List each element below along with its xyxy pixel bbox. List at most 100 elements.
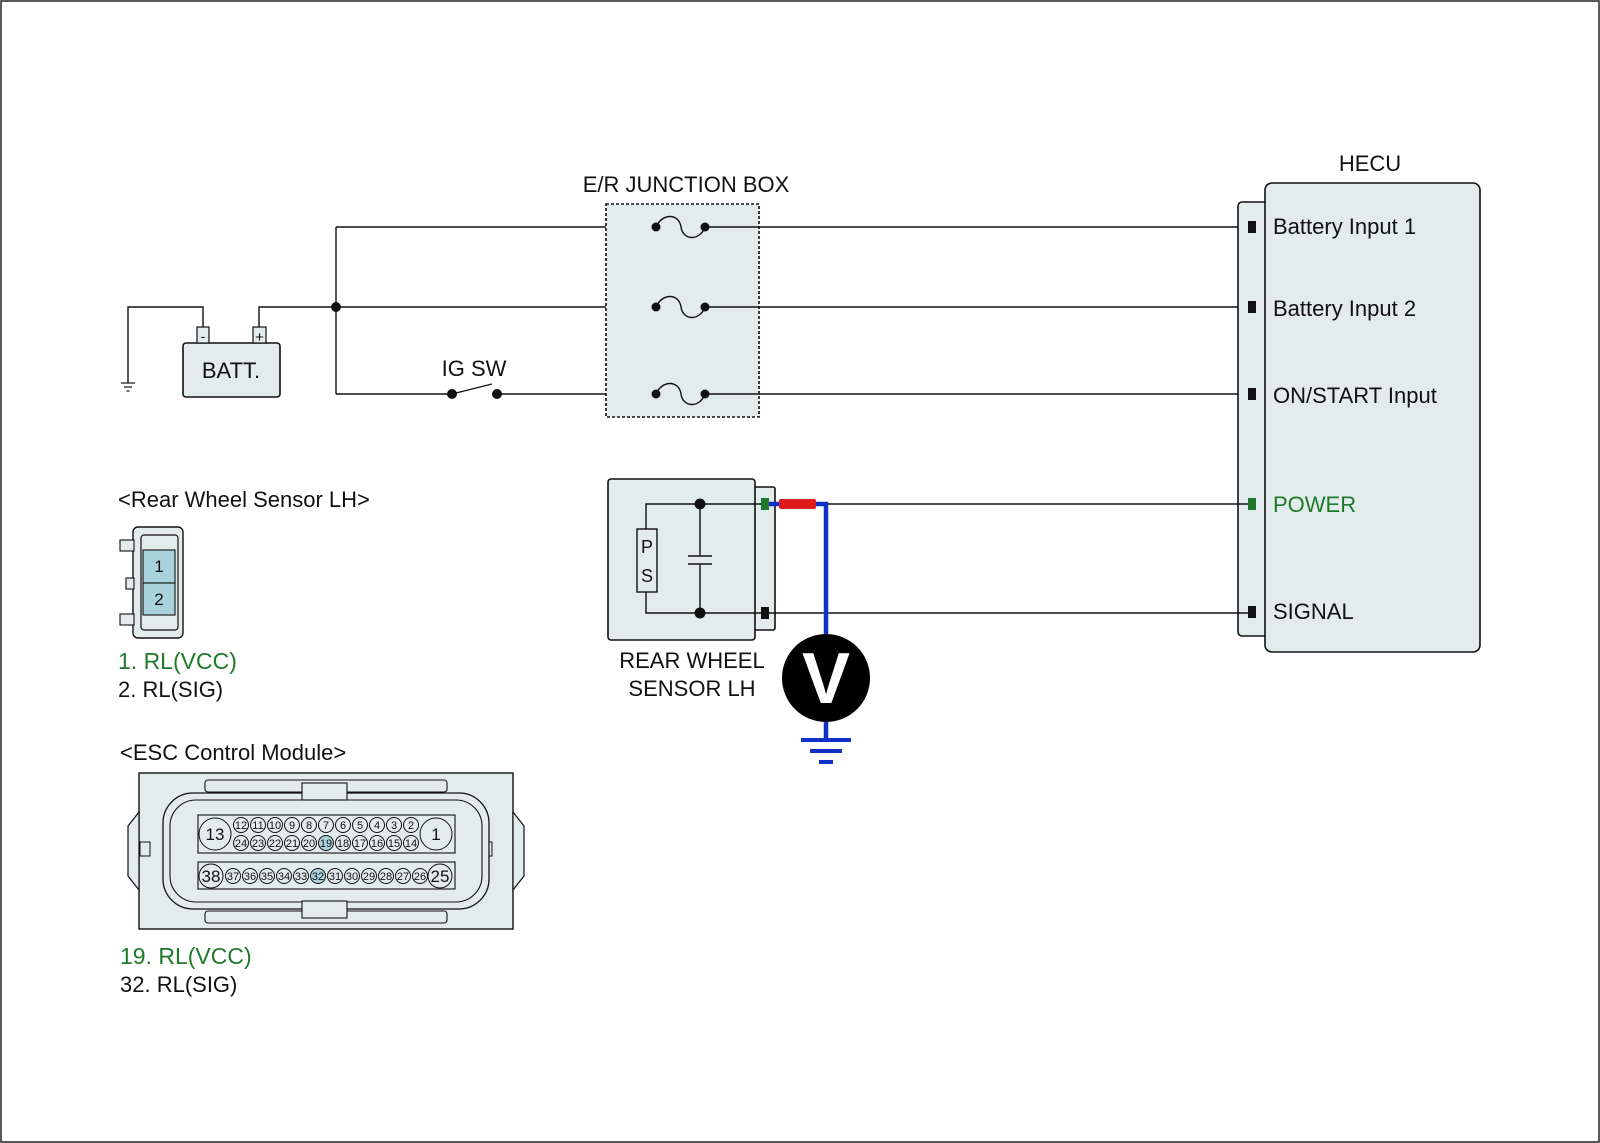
- battery: - + BATT.: [182, 326, 281, 398]
- esc-pin-36: [242, 868, 258, 884]
- voltmeter-label: V: [802, 639, 850, 719]
- esc-pin-4: [369, 817, 385, 833]
- esc-pin-5: [352, 817, 368, 833]
- hecu-connector-strip: [1237, 201, 1269, 637]
- esc-pin-17: [352, 835, 368, 851]
- esc-pin-label-20: 20: [303, 838, 315, 850]
- rear-sensor-legend-vcc: 1. RL(VCC): [118, 648, 237, 674]
- voltmeter-icon: [782, 634, 870, 722]
- esc-pin-label-14: 14: [405, 838, 417, 850]
- rear-sensor-pin-1: [142, 549, 176, 584]
- esc-connector-title: <ESC Control Module>: [120, 740, 346, 765]
- esc-pin-20: [301, 835, 317, 851]
- esc-pin-label-29: 29: [363, 871, 375, 883]
- esc-pin-35: [259, 868, 275, 884]
- hecu-pin-marker-signal: [1248, 606, 1256, 618]
- esc-pin-label-16: 16: [371, 838, 383, 850]
- esc-pin-label-26: 26: [414, 871, 426, 883]
- esc-pin-2: [403, 817, 419, 833]
- esc-pin-15: [386, 835, 402, 851]
- esc-pin-29: [361, 868, 377, 884]
- esc-pin-12: [233, 817, 249, 833]
- esc-pin-label-17: 17: [354, 838, 366, 850]
- esc-pin-13: [198, 817, 232, 851]
- esc-legend-vcc: 19. RL(VCC): [120, 943, 252, 969]
- esc-pin-23: [250, 835, 266, 851]
- esc-pin-label-1: 1: [431, 825, 440, 844]
- esc-pin-19: [318, 835, 334, 851]
- hecu-pin-marker-power: [1248, 498, 1256, 510]
- esc-pin-label-12: 12: [235, 820, 247, 832]
- esc-pin-38: [198, 863, 224, 889]
- sensor-name-line2: SENSOR LH: [628, 676, 755, 701]
- esc-pin-label-10: 10: [269, 820, 281, 832]
- hecu-pin-signal: SIGNAL: [1273, 599, 1354, 624]
- hecu-pin-marker-3: [1248, 388, 1256, 400]
- sensor-ps-element: [636, 528, 658, 593]
- rear-sensor-pin-2: [142, 582, 176, 616]
- esc-pin-label-5: 5: [357, 820, 363, 832]
- hecu-pin-marker-1: [1248, 221, 1256, 233]
- esc-pin-9: [284, 817, 300, 833]
- sensor-ps-top: P: [641, 537, 653, 557]
- esc-pin-label-23: 23: [252, 838, 264, 850]
- junction-box-title: E/R JUNCTION BOX: [583, 172, 790, 197]
- esc-pin-27: [395, 868, 411, 884]
- esc-pin-label-11: 11: [252, 820, 263, 832]
- esc-pin-8: [301, 817, 317, 833]
- esc-pin-label-28: 28: [380, 871, 392, 883]
- esc-pin-32: [310, 868, 326, 884]
- esc-pin-18: [335, 835, 351, 851]
- esc-pin-label-15: 15: [388, 838, 400, 850]
- esc-pin-label-9: 9: [289, 820, 295, 832]
- esc-pin-3: [386, 817, 402, 833]
- rear-sensor-connector-title: <Rear Wheel Sensor LH>: [118, 487, 370, 512]
- hecu-module: [1264, 182, 1481, 653]
- esc-pin-label-21: 21: [286, 838, 298, 850]
- hecu-pin-marker-2: [1248, 301, 1256, 313]
- rear-sensor-connector: 1 2: [119, 526, 184, 639]
- hecu-pin-battery-input-2: Battery Input 2: [1273, 296, 1416, 321]
- battery-body: [182, 342, 281, 398]
- esc-pin-37: [225, 868, 241, 884]
- esc-legend-sig: 32. RL(SIG): [120, 972, 237, 997]
- esc-pin-label-35: 35: [261, 871, 273, 883]
- rear-sensor-pin-2-label: 2: [154, 590, 163, 609]
- voltmeter-probe-tip: [779, 499, 816, 509]
- esc-pin-30: [344, 868, 360, 884]
- esc-pin-label-31: 31: [329, 871, 341, 883]
- esc-pin-label-3: 3: [391, 820, 397, 832]
- esc-pin-label-30: 30: [346, 871, 358, 883]
- hecu-pin-power: POWER: [1273, 492, 1356, 517]
- esc-pin-label-22: 22: [269, 838, 281, 850]
- sensor-body: [607, 478, 756, 641]
- esc-pin-34: [276, 868, 292, 884]
- sensor-pin-marker-signal: [761, 607, 769, 619]
- esc-pin-label-24: 24: [235, 838, 247, 850]
- esc-pin-label-8: 8: [306, 820, 312, 832]
- battery-pos-sign: +: [255, 329, 264, 346]
- esc-pin-label-6: 6: [340, 820, 346, 832]
- esc-pin-26: [412, 868, 428, 884]
- esc-pin-label-27: 27: [397, 871, 409, 883]
- esc-pin-11: [250, 817, 266, 833]
- esc-pin-21: [284, 835, 300, 851]
- sensor-pin-marker-power: [761, 498, 769, 510]
- sensor-node-top: [694, 498, 706, 510]
- battery-positive-wire: [258, 306, 336, 327]
- ig-switch-label: IG SW: [442, 356, 507, 381]
- esc-pin-label-38: 38: [202, 867, 221, 886]
- voltmeter: V: [782, 634, 870, 722]
- voltmeter-ground-icon: [801, 738, 851, 764]
- esc-pin-22: [267, 835, 283, 851]
- esc-pin-label-25: 25: [431, 867, 450, 886]
- esc-pin-24: [233, 835, 249, 851]
- esc-pin-1: [419, 817, 453, 851]
- esc-pin-label-2: 2: [408, 820, 414, 832]
- battery-neg-sign: -: [201, 328, 206, 344]
- sensor-ps-bottom: S: [641, 566, 653, 586]
- esc-pin-6: [335, 817, 351, 833]
